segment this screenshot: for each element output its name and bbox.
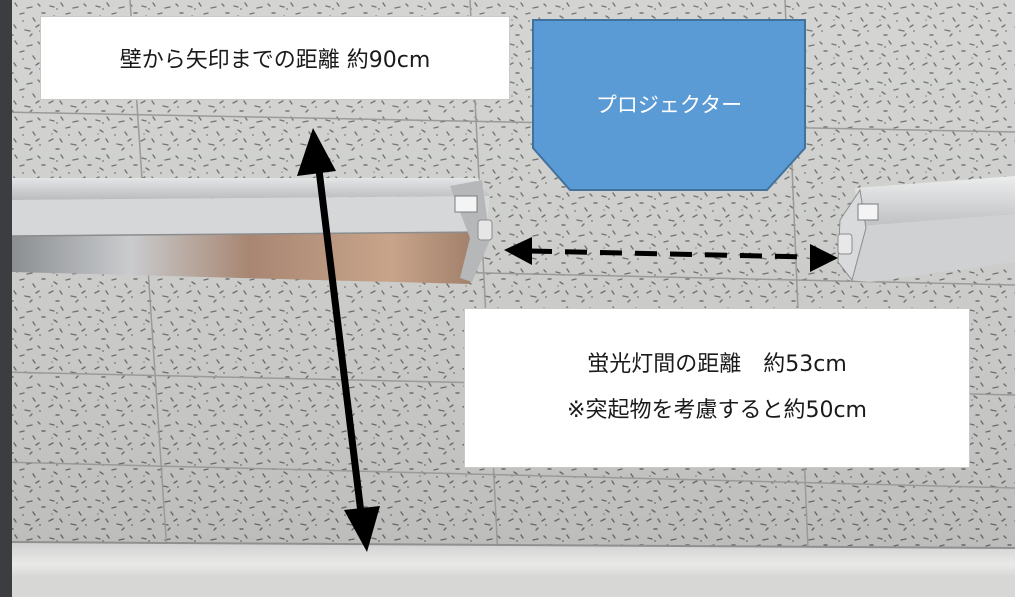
right-fluorescent-fixture [837,176,1015,282]
light-gap-callout: 蛍光灯間の距離 約53cm ※突起物を考慮すると約50cm [464,308,970,468]
double-headed-arrow-icon [297,128,380,552]
wall-distance-callout: 壁から矢印までの距離 約90cm [40,16,510,100]
left-wall-edge [0,0,12,597]
left-fluorescent-fixture [11,178,493,284]
projector-callout: プロジェクター [532,19,806,191]
light-gap-text-line1: 蛍光灯間の距離 約53cm [587,352,847,377]
wall-distance-text: 壁から矢印までの距離 約90cm [119,48,431,73]
light-gap-text-line2: ※突起物を考慮すると約50cm [567,398,867,423]
dashed-double-headed-arrow-icon [504,237,838,272]
bottom-wall-rail [11,541,1015,597]
projector-label: プロジェクター [596,93,742,117]
